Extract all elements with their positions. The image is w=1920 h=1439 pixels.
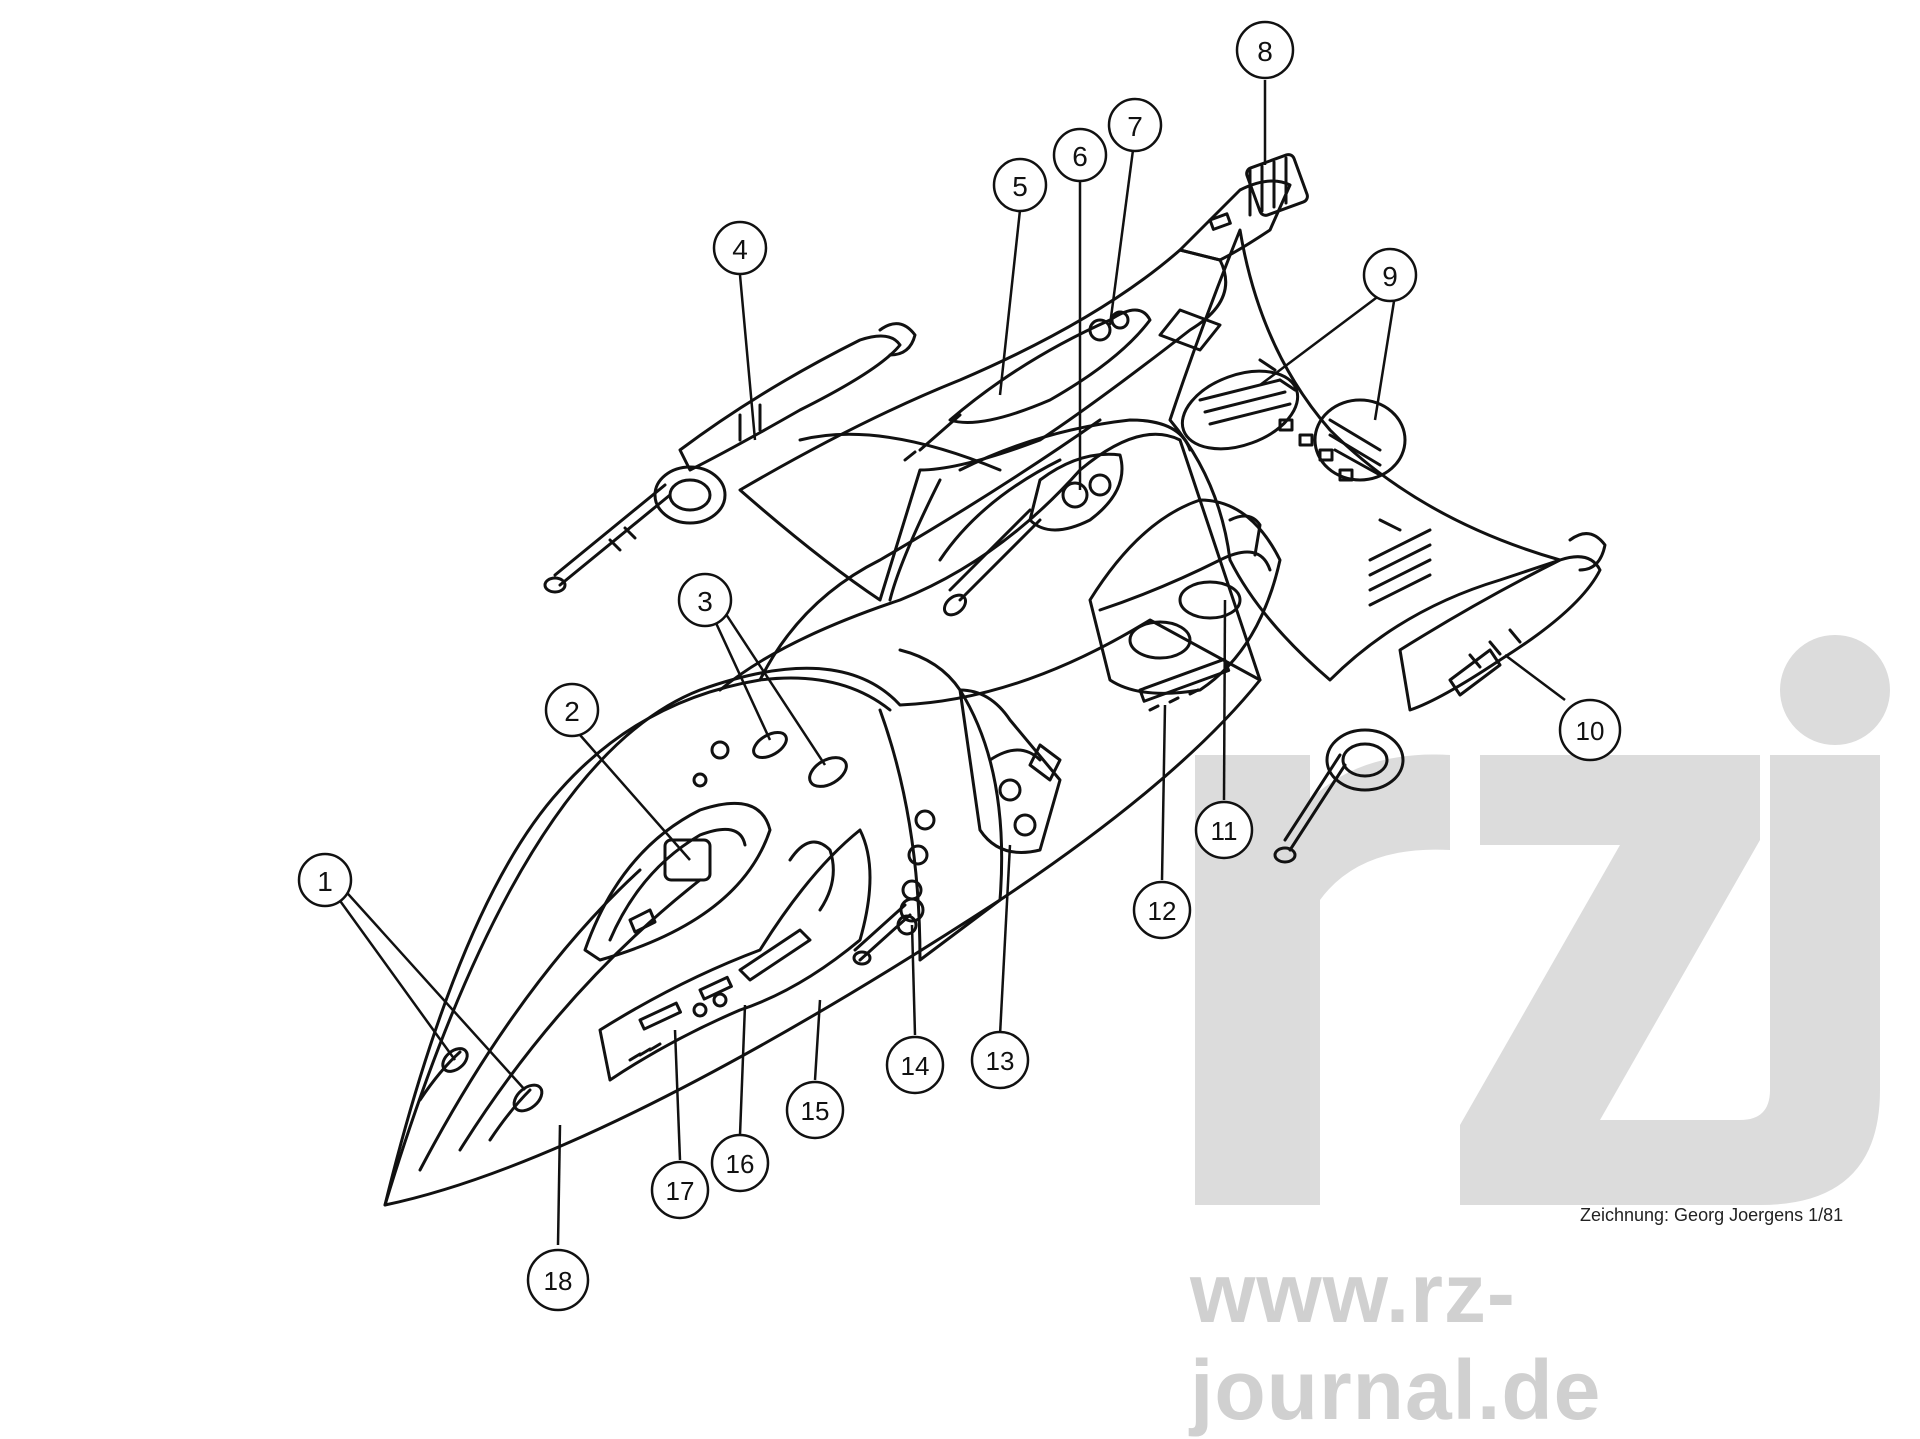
svg-text:15: 15	[801, 1096, 830, 1126]
callout-5: 5	[992, 157, 1048, 213]
svg-text:16: 16	[726, 1149, 755, 1179]
right-outrigger	[1398, 555, 1602, 712]
svg-text:18: 18	[544, 1266, 573, 1296]
callout-9: 9	[1362, 247, 1418, 303]
svg-text:6: 6	[1072, 141, 1088, 172]
spaceship-drawing	[383, 153, 1607, 1207]
svg-text:14: 14	[901, 1051, 930, 1081]
callout-12: 12	[1132, 880, 1192, 940]
callout-3: 3	[677, 572, 733, 628]
svg-text:11: 11	[1211, 816, 1238, 846]
callout-13: 13	[970, 1030, 1030, 1090]
tail-fin	[1168, 228, 1562, 682]
svg-text:3: 3	[697, 586, 713, 617]
svg-text:4: 4	[732, 234, 748, 265]
watermark-url: www.rz-journal.de	[1190, 1246, 1602, 1437]
upper-wing	[738, 248, 1228, 602]
callout-6: 6	[1052, 127, 1108, 183]
svg-text:10: 10	[1576, 716, 1605, 746]
svg-text:12: 12	[1148, 896, 1177, 926]
callouts: 1 2 3 4 5 6 7 8 9 10 11 12 13 14 15 16 1…	[297, 20, 1622, 1312]
svg-text:17: 17	[666, 1176, 695, 1206]
callout-2: 2	[544, 682, 600, 738]
svg-text:7: 7	[1127, 111, 1143, 142]
callout-7: 7	[1107, 97, 1163, 153]
technical-drawing: 1 2 3 4 5 6 7 8 9 10 11 12 13 14 15 16 1…	[297, 20, 1890, 1312]
drawing-credit: Zeichnung: Georg Joergens 1/81	[1580, 1205, 1844, 1225]
callout-18: 18	[526, 1248, 590, 1312]
svg-text:13: 13	[986, 1046, 1015, 1076]
callout-17: 17	[650, 1160, 710, 1220]
callout-16: 16	[710, 1133, 770, 1193]
svg-text:8: 8	[1257, 36, 1273, 67]
left-outrigger	[678, 334, 902, 472]
callout-8: 8	[1235, 20, 1295, 80]
callout-10: 10	[1558, 698, 1622, 762]
cockpit-canopy	[583, 801, 772, 962]
callout-1: 1	[297, 852, 353, 908]
main-hull	[383, 618, 1262, 1207]
callout-11: 11	[1194, 800, 1254, 860]
svg-text:5: 5	[1012, 171, 1028, 202]
watermark-logo	[1195, 635, 1890, 1205]
leader-lines	[323, 80, 1566, 1246]
callout-15: 15	[785, 1080, 845, 1140]
svg-text:1: 1	[317, 866, 333, 897]
callout-4: 4	[712, 220, 768, 276]
svg-text:2: 2	[564, 696, 580, 727]
callout-14: 14	[885, 1035, 945, 1095]
svg-text:9: 9	[1382, 261, 1398, 292]
